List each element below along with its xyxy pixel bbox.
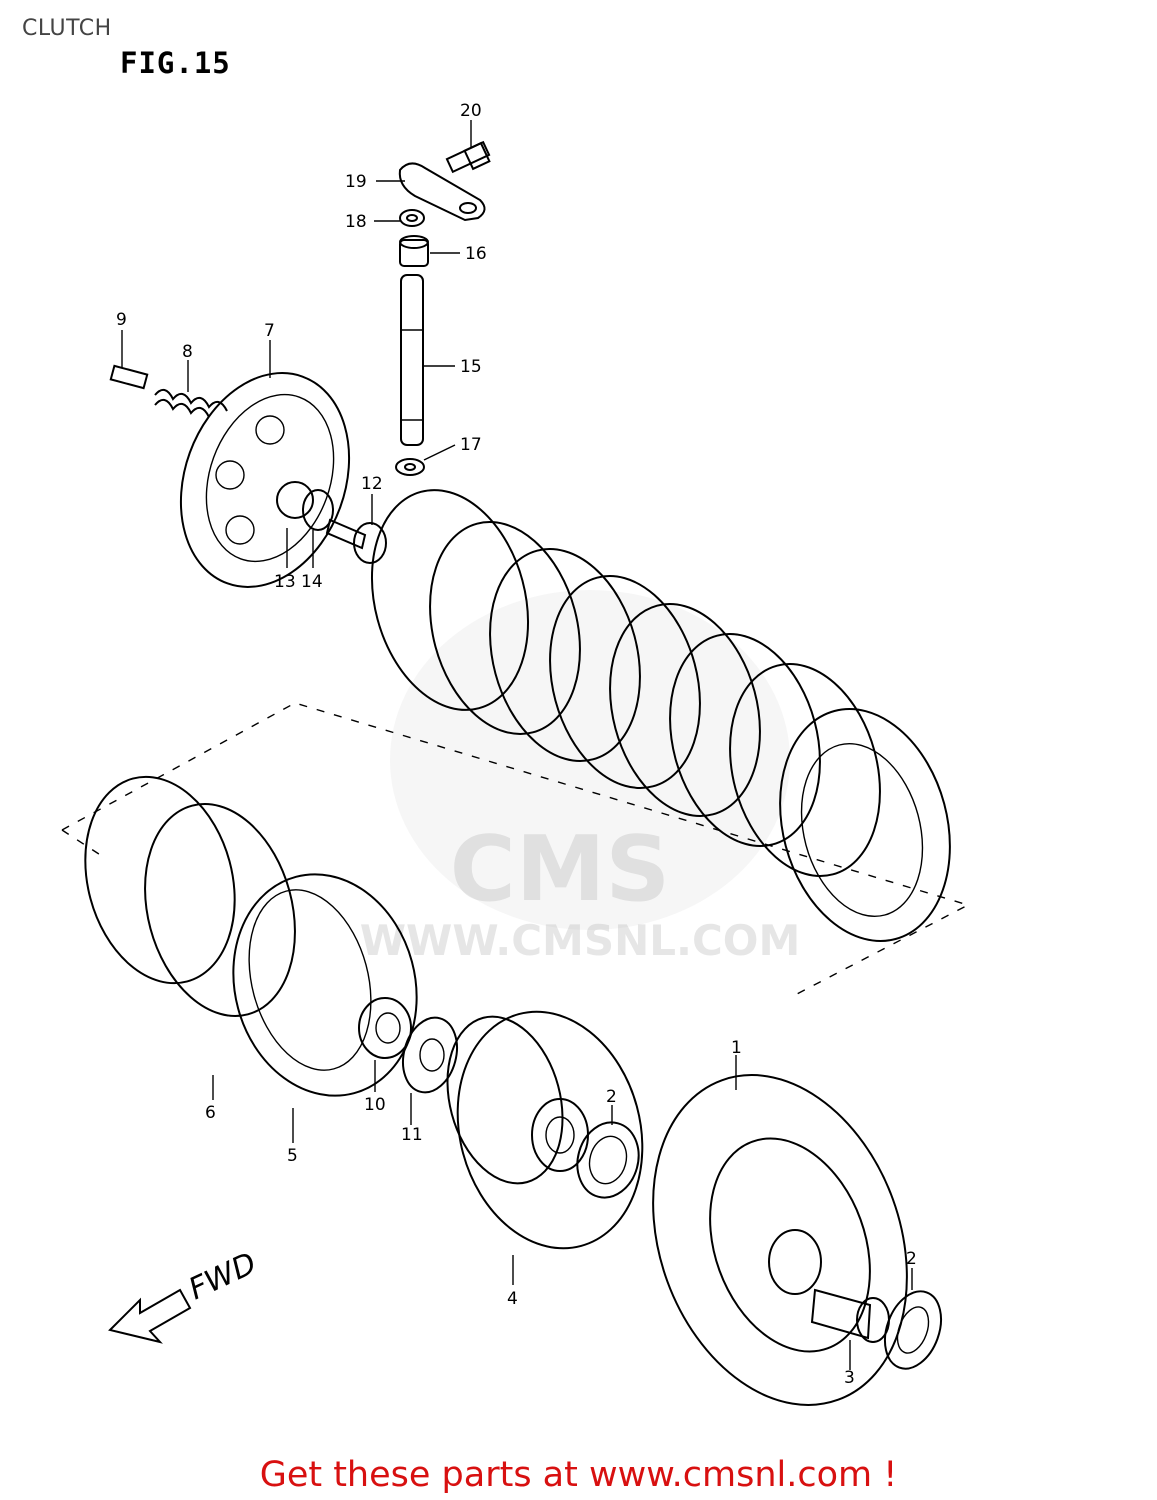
spacer-part-3 bbox=[810, 1288, 890, 1343]
get-parts-link[interactable]: Get these parts at www.cmsnl.com ! bbox=[259, 1455, 898, 1495]
seal-part-16 bbox=[399, 235, 429, 267]
forward-arrow: FWD bbox=[108, 1246, 262, 1344]
thrust-washer-part-2-upper bbox=[576, 1121, 640, 1199]
callout-19: 19 bbox=[345, 172, 367, 192]
push-piece-part-12 bbox=[325, 518, 387, 564]
shaft-part-15 bbox=[400, 274, 424, 446]
callout-2-upper: 2 bbox=[606, 1087, 617, 1107]
pressure-plate-part-7 bbox=[179, 372, 351, 588]
watermark-url: WWW.CMSNL.COM bbox=[360, 916, 801, 965]
lever-part-19 bbox=[398, 162, 486, 222]
page-title: CLUTCH bbox=[22, 16, 112, 41]
callout-3: 3 bbox=[844, 1368, 855, 1388]
callout-8: 8 bbox=[182, 342, 193, 362]
callout-1: 1 bbox=[731, 1038, 742, 1058]
lock-washer-part-11 bbox=[402, 1016, 458, 1094]
callout-18: 18 bbox=[345, 212, 367, 232]
driven-plate-part-5 bbox=[232, 873, 418, 1097]
callout-4: 4 bbox=[507, 1289, 518, 1309]
callout-7: 7 bbox=[264, 321, 275, 341]
callout-15: 15 bbox=[460, 357, 482, 377]
callout-11: 11 bbox=[401, 1125, 423, 1145]
watermark-brand: CMS bbox=[450, 817, 670, 922]
callout-2-lower: 2 bbox=[906, 1249, 917, 1269]
sleeve-hub-part-4 bbox=[446, 1010, 644, 1250]
callout-12: 12 bbox=[361, 474, 383, 494]
callout-10: 10 bbox=[364, 1095, 386, 1115]
figure-label: FIG.15 bbox=[120, 46, 231, 80]
callout-numbers: 20 19 18 16 15 17 9 8 7 12 13 14 1 2 2 3… bbox=[116, 101, 917, 1388]
callout-14: 14 bbox=[301, 572, 323, 592]
callout-13: 13 bbox=[274, 572, 296, 592]
guide-lines bbox=[61, 702, 970, 996]
spring-part-8 bbox=[154, 388, 228, 418]
drive-plate-part-6 bbox=[84, 775, 296, 1017]
nut-part-10 bbox=[358, 997, 412, 1059]
callout-5: 5 bbox=[287, 1146, 298, 1166]
callout-6: 6 bbox=[205, 1103, 216, 1123]
callout-17: 17 bbox=[460, 435, 482, 455]
bolt-part-9 bbox=[109, 364, 149, 390]
callout-20: 20 bbox=[460, 101, 482, 121]
leader-lines bbox=[121, 120, 913, 1370]
bolt-part-20 bbox=[445, 140, 491, 174]
bearing-part-13 bbox=[302, 489, 334, 531]
clutch-plate-stack bbox=[370, 489, 951, 942]
callout-9: 9 bbox=[116, 310, 127, 330]
washer-part-18 bbox=[399, 209, 425, 227]
washer-part-17 bbox=[395, 458, 425, 476]
forward-label: FWD bbox=[184, 1246, 262, 1307]
callout-16: 16 bbox=[465, 244, 487, 264]
clutch-housing-part-1 bbox=[652, 1074, 908, 1406]
